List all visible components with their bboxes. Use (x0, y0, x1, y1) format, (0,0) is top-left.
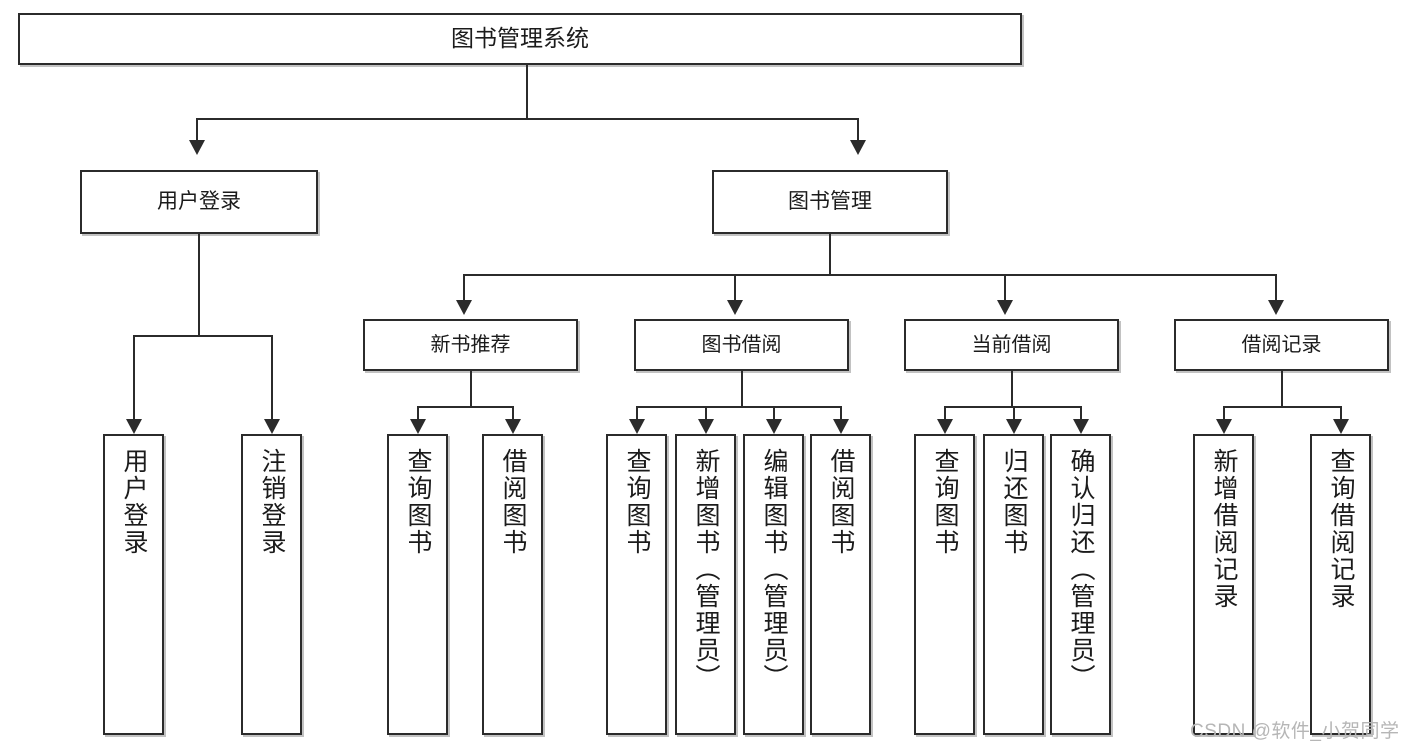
arrow-root-to-book-mgmt (850, 140, 866, 155)
connector-book-borrow-stem (741, 371, 743, 406)
connector-book-mgmt-stem (829, 234, 831, 274)
leaf-edit-book-admin[interactable]: 编辑图书（管理员） (743, 434, 804, 735)
leaf-add-book-admin[interactable]: 新增图书（管理员） (675, 434, 736, 735)
leaf-add-borrow-record[interactable]: 新增借阅记录 (1193, 434, 1254, 735)
arrow-borrow-record-leaf-2 (1333, 419, 1349, 434)
leaf-return-book[interactable]: 归还图书 (983, 434, 1044, 735)
node-label: 查询借阅记录 (1327, 448, 1355, 610)
leaf-borrow-book[interactable]: 借阅图书 (810, 434, 871, 735)
node-label: 查询图书 (931, 448, 959, 556)
connector-borrow-record-drop-1 (1223, 406, 1225, 419)
node-label: 当前借阅 (971, 333, 1052, 356)
leaf-borrow-book-recommend[interactable]: 借阅图书 (482, 434, 543, 735)
connector-book-borrow-drop-3 (773, 406, 775, 419)
node-label: 归还图书 (1000, 448, 1028, 556)
connector-user-login-bar (133, 335, 272, 337)
connector-book-borrow-drop-1 (636, 406, 638, 419)
arrow-new-book-leaf-1 (410, 419, 426, 434)
node-user-login[interactable]: 用户登录 (80, 170, 318, 234)
connector-new-book-stem (470, 371, 472, 406)
arrow-current-borrow-leaf-3 (1073, 419, 1089, 434)
arrow-user-login-leaf-1 (126, 419, 142, 434)
leaf-query-book-recommend[interactable]: 查询图书 (387, 434, 448, 735)
node-label: 借阅图书 (827, 448, 855, 556)
connector-borrow-record-bar (1223, 406, 1341, 408)
node-label: 图书借阅 (701, 333, 782, 356)
node-new-book-recommend[interactable]: 新书推荐 (363, 319, 578, 371)
connector-user-login-stem (198, 234, 200, 335)
node-label: 新增借阅记录 (1210, 448, 1238, 610)
connector-current-borrow-drop-2 (1013, 406, 1015, 419)
connector-root-stem (526, 65, 528, 118)
leaf-query-borrow-record[interactable]: 查询借阅记录 (1310, 434, 1371, 735)
node-label: 借阅图书 (499, 448, 527, 556)
connector-root-bar (196, 118, 858, 120)
node-label: 新增图书（管理员） (692, 448, 720, 691)
node-label: 查询图书 (623, 448, 651, 556)
arrow-book-mgmt-child-2 (727, 300, 743, 315)
node-root-system[interactable]: 图书管理系统 (18, 13, 1022, 65)
connector-new-book-drop-2 (512, 406, 514, 419)
arrow-root-to-user-login (189, 140, 205, 155)
node-book-management[interactable]: 图书管理 (712, 170, 948, 234)
node-book-borrow[interactable]: 图书借阅 (634, 319, 849, 371)
connector-book-mgmt-drop-4 (1275, 274, 1277, 300)
leaf-logout[interactable]: 注销登录 (241, 434, 302, 735)
connector-current-borrow-drop-1 (944, 406, 946, 419)
watermark-text: CSDN @软件_小贺同学 (1190, 721, 1400, 742)
arrow-book-mgmt-child-4 (1268, 300, 1284, 315)
leaf-confirm-return-admin[interactable]: 确认归还（管理员） (1050, 434, 1111, 735)
node-borrow-record[interactable]: 借阅记录 (1174, 319, 1389, 371)
connector-book-mgmt-drop-1 (463, 274, 465, 300)
node-label: 图书管理 (788, 190, 872, 214)
connector-book-mgmt-drop-3 (1004, 274, 1006, 300)
connector-book-mgmt-drop-2 (734, 274, 736, 300)
leaf-user-login[interactable]: 用户登录 (103, 434, 164, 735)
leaf-query-book-borrow[interactable]: 查询图书 (606, 434, 667, 735)
connector-borrow-record-drop-2 (1340, 406, 1342, 419)
arrow-user-login-leaf-2 (264, 419, 280, 434)
arrow-borrow-record-leaf-1 (1216, 419, 1232, 434)
connector-new-book-drop-1 (417, 406, 419, 419)
arrow-book-borrow-leaf-2 (698, 419, 714, 434)
node-label: 用户登录 (157, 190, 241, 214)
arrow-new-book-leaf-2 (505, 419, 521, 434)
connector-user-login-drop-2 (271, 335, 273, 419)
connector-current-borrow-drop-3 (1080, 406, 1082, 419)
connector-book-mgmt-bar (463, 274, 1277, 276)
node-label: 图书管理系统 (451, 25, 589, 52)
connector-borrow-record-stem (1281, 371, 1283, 406)
node-label: 用户登录 (120, 448, 148, 556)
arrow-current-borrow-leaf-1 (937, 419, 953, 434)
node-label: 注销登录 (258, 448, 286, 556)
node-label: 确认归还（管理员） (1067, 448, 1095, 691)
node-label: 编辑图书（管理员） (760, 448, 788, 691)
arrow-book-mgmt-child-1 (456, 300, 472, 315)
arrow-book-mgmt-child-3 (997, 300, 1013, 315)
node-label: 查询图书 (404, 448, 432, 556)
node-label: 新书推荐 (430, 333, 511, 356)
connector-book-borrow-drop-4 (840, 406, 842, 419)
arrow-book-borrow-leaf-4 (833, 419, 849, 434)
connector-new-book-bar (417, 406, 513, 408)
node-current-borrow[interactable]: 当前借阅 (904, 319, 1119, 371)
connector-user-login-drop-1 (133, 335, 135, 419)
connector-book-borrow-drop-2 (705, 406, 707, 419)
arrow-book-borrow-leaf-1 (629, 419, 645, 434)
connector-root-to-book-mgmt (857, 118, 859, 140)
arrow-book-borrow-leaf-3 (766, 419, 782, 434)
connector-current-borrow-stem (1011, 371, 1013, 406)
node-label: 借阅记录 (1241, 333, 1322, 356)
connector-current-borrow-bar (944, 406, 1081, 408)
connector-root-to-user-login (196, 118, 198, 140)
connector-book-borrow-bar (636, 406, 841, 408)
leaf-query-book-current[interactable]: 查询图书 (914, 434, 975, 735)
arrow-current-borrow-leaf-2 (1006, 419, 1022, 434)
